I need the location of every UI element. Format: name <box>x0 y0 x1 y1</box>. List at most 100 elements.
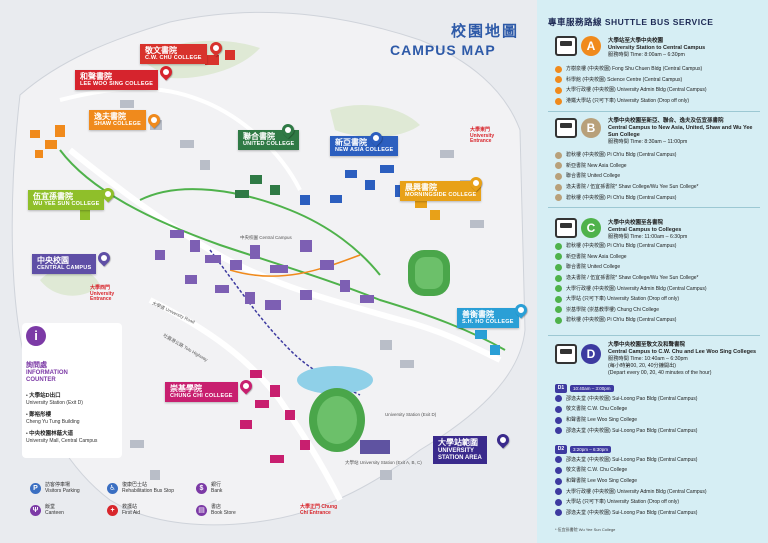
route-d-header[interactable]: D <box>555 344 601 364</box>
legend-label-zh: 訪客停車場 <box>45 482 71 488</box>
route-stop: 科學館 (中央校園) Science Centre (Central Campu… <box>555 75 707 86</box>
college-name-en: S.H. HO COLLEGE <box>462 319 514 326</box>
stop-dot-icon <box>555 306 562 314</box>
college-label-lee-woo-sing[interactable]: 和聲書院 LEE WOO SING COLLEGE <box>75 70 159 90</box>
campus-map[interactable]: 校園地圖 CAMPUS MAP 敬文書院 C.W. CHU COLLEGE 和聲… <box>0 0 537 543</box>
college-name-zh: 和聲書院 <box>80 72 112 81</box>
info-title-en-2: COUNTER <box>26 376 56 383</box>
d1-badge: D1 <box>555 383 567 393</box>
route-a-stops: 方樹泉樓 (中央校園) Fong Shu Chuen Bldg (Central… <box>555 64 707 106</box>
college-label-cw-chu[interactable]: 敬文書院 C.W. CHU COLLEGE <box>140 44 207 64</box>
canteen-icon: Ψ <box>30 505 41 517</box>
route-stop: 邵逸夫堂 (中央校園) Sui-Loong Pao Bldg (Central … <box>555 455 707 466</box>
college-label-chung-chi[interactable]: 崇基學院 CHUNG CHI COLLEGE <box>165 382 238 402</box>
stop-dot-icon <box>555 295 562 303</box>
college-label-shaw[interactable]: 逸夫書院 SHAW COLLEGE <box>89 110 147 130</box>
stop-dot-icon <box>555 274 562 282</box>
stop-dot-icon <box>555 477 562 485</box>
stop-dot-icon <box>555 97 562 105</box>
legend-label-zh: 復康巴士站 <box>122 482 148 488</box>
route-c-info: 大學中央校園至各書院 Central Campus to Colleges 服務… <box>608 220 687 241</box>
stop-label: 和聲書院 Lee Woo Sing College <box>566 478 638 485</box>
college-label-wu-yee-sun[interactable]: 伍宜孫書院 WU YEE SUN COLLEGE <box>28 190 105 210</box>
route-name-zh: 大學站至大學中央校園 <box>608 38 664 44</box>
route-b-header[interactable]: B <box>555 118 601 138</box>
college-name-zh: 逸夫書院 <box>94 112 126 121</box>
stop-label: 大學站 (只可下車) University Station (Drop off … <box>566 499 679 506</box>
legend-label-en: Visitors Parking <box>45 487 80 494</box>
legend-label-en: Book Store <box>211 509 236 516</box>
college-label-morningside[interactable]: 晨興書院 MORNINGSIDE COLLEGE <box>400 181 482 201</box>
stop-label: 聯合書院 United College <box>566 264 621 271</box>
university-station-area-label[interactable]: 大學站範圍 UNIVERSITY STATION AREA <box>433 436 487 464</box>
route-name-en: Central Campus to New Asia, United, Shaw… <box>608 125 753 139</box>
central-campus-small-label: 中央校園 Central Campus <box>240 235 292 240</box>
route-stop: 逸夫書院 / 伍宜孫書院* Shaw College/Wu Yee Sun Co… <box>555 182 698 193</box>
stop-dot-icon <box>555 253 562 261</box>
college-label-central-campus[interactable]: 中央校園 CENTRAL CAMPUS <box>32 254 97 274</box>
stop-label: 邵逸夫堂 (中央校園) Sui-Loong Pao Bldg (Central … <box>566 427 698 434</box>
info-location-2: • 鄭裕彤樓 Cheng Yu Tung Building <box>26 412 80 425</box>
legend-label-en: Bank <box>211 487 223 494</box>
route-name-zh: 大學中央校園至敬文及和聲書院 <box>608 342 686 348</box>
info-location-zh: 中央校園林蔭大道 <box>29 431 74 437</box>
route-time: 服務時間 Time: 8:30am – 11:00pm <box>608 139 688 146</box>
route-a-badge: A <box>581 36 601 56</box>
parking-icon: P <box>30 483 41 495</box>
info-location-en: University Mall, Central Campus <box>26 437 98 444</box>
route-stop: 邵逸夫堂 (中央校園) Sui-Loong Pao Bldg (Central … <box>555 508 707 519</box>
route-stop: 聯合書院 United College <box>555 171 698 182</box>
route-name-en: Central Campus to Colleges <box>608 227 682 234</box>
bus-icon <box>555 344 577 364</box>
map-title-english: CAMPUS MAP <box>390 42 496 58</box>
info-location-zh: 鄭裕彤樓 <box>29 412 52 418</box>
college-name-en: CENTRAL CAMPUS <box>37 265 92 272</box>
route-stop: 敬文書院 C.W. Chu College <box>555 465 707 476</box>
info-icon: i <box>26 326 46 346</box>
route-time: 服務時間 Time: 8:00am – 6:30pm <box>608 52 685 59</box>
route-name-zh: 大學中央校園至新亞、聯合、逸夫及伍宜孫書院 <box>608 118 724 124</box>
route-a-header[interactable]: A <box>555 36 601 56</box>
stop-dot-icon <box>555 395 562 403</box>
stop-dot-icon <box>555 509 562 517</box>
route-stop: 新亞書院 New Asia College <box>555 161 698 172</box>
stop-label: 新亞書院 New Asia College <box>566 162 627 169</box>
route-time: 服務時間 Time: 11:00am – 6:30pm <box>608 234 688 241</box>
route-b-info: 大學中央校園至新亞、聯合、逸夫及伍宜孫書院 Central Campus to … <box>608 118 758 146</box>
route-divider <box>548 111 760 112</box>
college-name-zh: 新亞書院 <box>335 138 367 147</box>
route-b-badge: B <box>581 118 601 138</box>
route-stop: 和聲書院 Lee Woo Sing College <box>555 476 707 487</box>
stop-label: 科學館 (中央校園) Science Centre (Central Campu… <box>566 76 683 83</box>
route-stop: 大學行政樓 (中央校園) University Admin Bldg (Cent… <box>555 283 707 294</box>
college-name-zh: 善衡書院 <box>462 310 494 319</box>
route-name-zh: 大學中央校園至各書院 <box>608 220 664 226</box>
stop-dot-icon <box>555 162 562 170</box>
legend-label-en: Canteen <box>45 509 64 516</box>
stop-dot-icon <box>555 456 562 464</box>
d2-badge: D2 <box>555 444 567 454</box>
route-c-header[interactable]: C <box>555 218 601 238</box>
route-b-stops: 碧秋樓 (中央校園) Pi Ch'iu Bldg (Central Campus… <box>555 150 698 203</box>
college-label-new-asia[interactable]: 新亞書院 NEW ASIA COLLEGE <box>330 136 399 156</box>
college-label-sh-ho[interactable]: 善衡書院 S.H. HO COLLEGE <box>457 308 519 328</box>
legend-label-zh: 銀行 <box>211 482 222 488</box>
college-name-zh: 崇基學院 <box>170 384 202 393</box>
stop-label: 新亞書院 New Asia College <box>566 253 627 260</box>
college-name-en: WU YEE SUN COLLEGE <box>33 201 100 208</box>
bus-icon <box>555 218 577 238</box>
book-icon: ▤ <box>196 505 207 517</box>
route-stop: 方樹泉樓 (中央校園) Fong Shu Chuen Bldg (Central… <box>555 64 707 75</box>
stop-dot-icon <box>555 86 562 94</box>
bank-icon: $ <box>196 483 207 495</box>
stop-label: 港鐵大學站 (只可下車) University Station (Drop of… <box>566 98 689 105</box>
stop-dot-icon <box>555 172 562 180</box>
stop-label: 大學站 (只可下車) University Station (Drop off … <box>566 296 679 303</box>
station-exit-d-label: University Station (Exit D) <box>385 412 437 417</box>
route-a-info: 大學站至大學中央校園 University Station to Central… <box>608 38 705 59</box>
stop-dot-icon <box>555 488 562 496</box>
